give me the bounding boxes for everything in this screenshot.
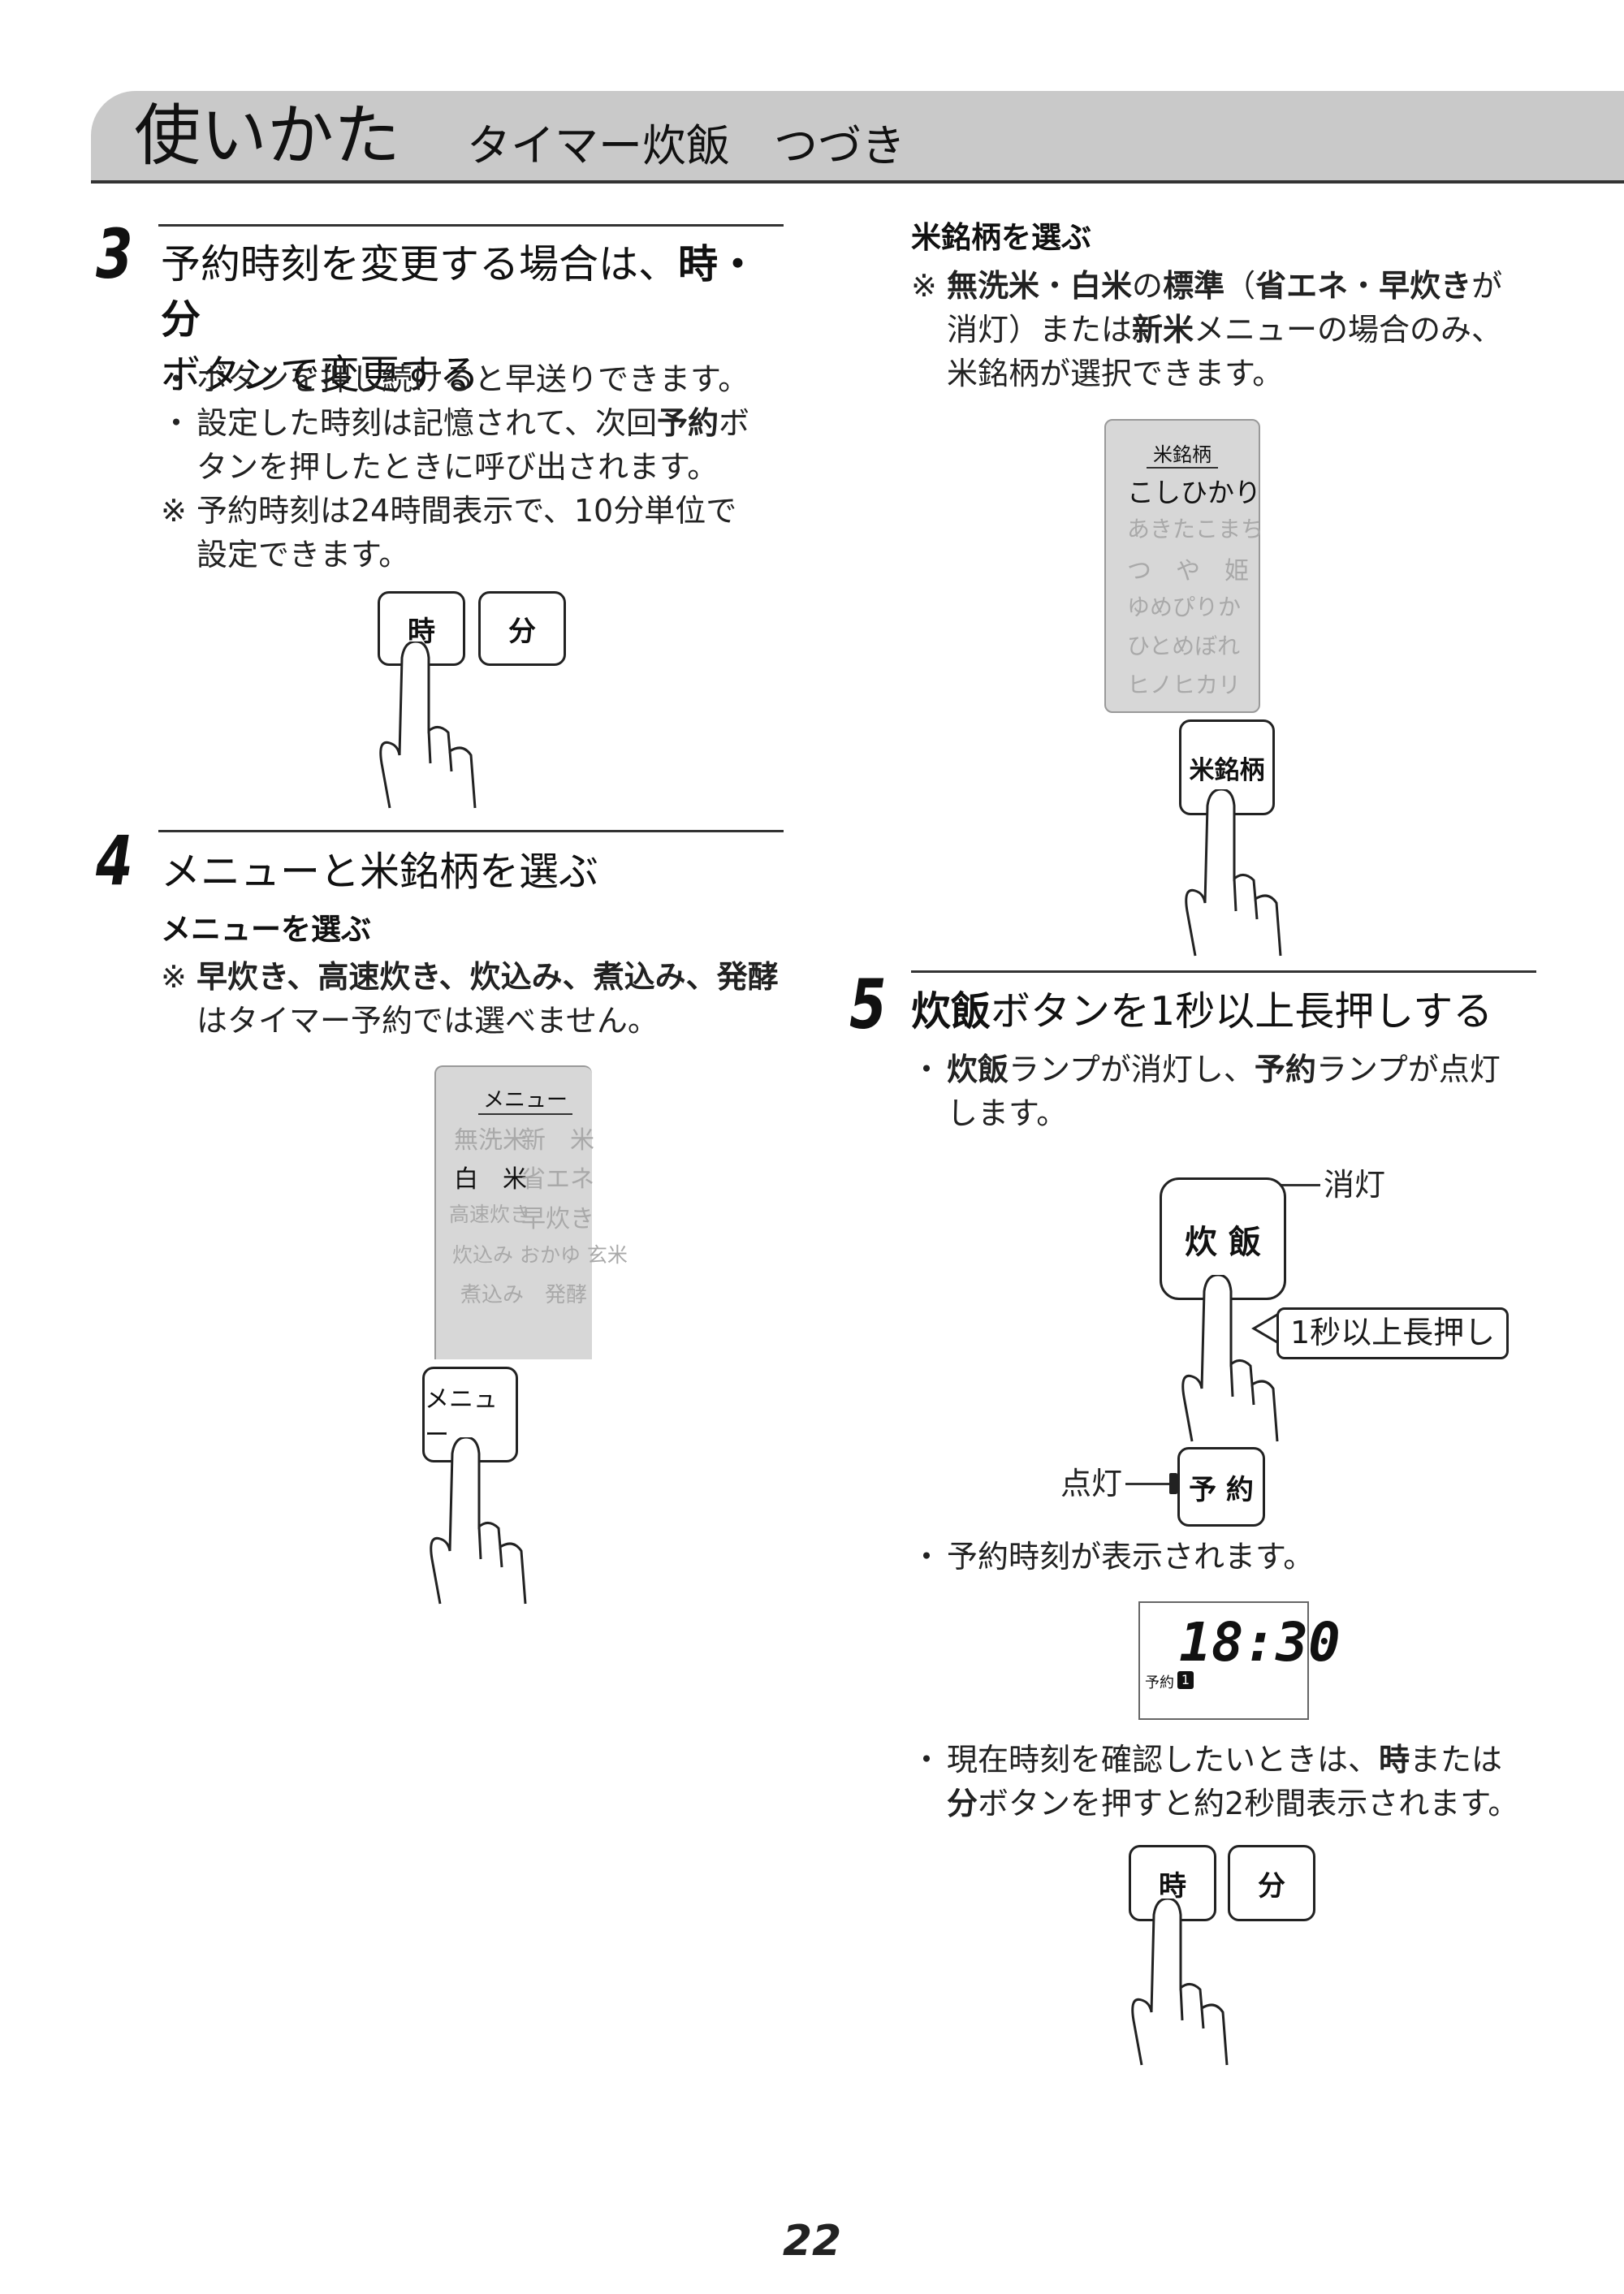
rice-subhead: 米銘柄を選ぶ [911, 220, 1091, 255]
step-4-heading: メニューと米銘柄を選ぶ [161, 849, 599, 895]
rice-brand-selected: こしひかり [1127, 477, 1261, 508]
header-band [91, 91, 1624, 184]
menu-option: 高速炊き [449, 1203, 531, 1226]
display-index: 1 [1177, 1671, 1194, 1689]
display-time: 18:30 [1179, 1611, 1341, 1674]
step-number-4: 4 [96, 821, 133, 901]
pressing-hand-icon [379, 642, 477, 809]
lamp-on-label: 点灯 [1060, 1466, 1123, 1501]
reserve-button[interactable]: 予 約 [1177, 1447, 1265, 1527]
step-5-body-1: ・炊飯ランプが消灯し、予約ランプが点灯します。 [911, 1048, 1561, 1135]
menu-option: 無洗米 [454, 1126, 527, 1155]
list-item: ・ボタンを押し続けると早送りできます。 [161, 361, 749, 397]
page-title: 使いかた [134, 97, 401, 175]
page-number: 22 [782, 2217, 842, 2266]
menu-option: 新 米 [521, 1126, 594, 1155]
rice-note: ※無洗米・白米の標準（省エネ・早炊きが 消灯）または新米メニューの場合のみ、 米… [911, 264, 1561, 395]
step-4-rule [158, 830, 784, 832]
menu-panel-title: メニュー [478, 1083, 573, 1115]
note-item: ※無洗米・白米の標準（省エネ・早炊きが 消灯）または新米メニューの場合のみ、 米… [911, 268, 1503, 391]
step-number-3: 3 [96, 214, 133, 294]
note-item: ※予約時刻は24時間表示で、10分単位で設定できます。 [161, 493, 737, 572]
callout-arrow-icon [1251, 1311, 1282, 1346]
list-item: ・予約時刻が表示されます。 [911, 1539, 1315, 1575]
step-3-body: ・ボタンを押し続けると早送りできます。 ・設定した時刻は記憶されて、次回予約ボタ… [161, 357, 794, 577]
page-subtitle: タイマー炊飯 つづき [467, 120, 905, 171]
step-3-rule [158, 224, 784, 227]
display-label: 予約 [1145, 1674, 1174, 1691]
menu-option: 早炊き [521, 1205, 594, 1233]
time-display: 18:30 予約 1 [1138, 1601, 1341, 1720]
pressing-hand-icon [1131, 1899, 1229, 2066]
rice-panel-title: 米銘柄 [1147, 438, 1218, 469]
step-4-body: ※早炊き、高速炊き、炊込み、煮込み、発酵はタイマー予約では選べません。 [161, 955, 802, 1043]
list-item: ・炊飯ランプが消灯し、予約ランプが点灯します。 [911, 1052, 1501, 1131]
rice-brand-panel: 米銘柄 こしひかり あきたこまち つ や 姫 ゆめぴりか ひとめぼれ ヒノヒカリ [1104, 419, 1264, 713]
step-5-body-2: ・予約時刻が表示されます。 [911, 1535, 1561, 1579]
menu-option-selected: 白 米 [454, 1165, 527, 1194]
pressing-hand-icon [430, 1437, 527, 1605]
menu-option: 炊込み おかゆ 玄米 [452, 1243, 628, 1267]
step-5-body-3: ・現在時刻を確認したいときは、時または分ボタンを押すと約2秒間表示されます。 [911, 1738, 1577, 1825]
menu-option: 省エネ [521, 1165, 594, 1194]
step-4-subhead: メニューを選ぶ [161, 912, 371, 947]
step-5-rule [911, 970, 1536, 973]
step-number-5: 5 [849, 965, 887, 1044]
lamp-on-leader [1125, 1483, 1176, 1485]
hour-button[interactable]: 時 [378, 591, 465, 666]
pressing-hand-icon [1185, 789, 1282, 957]
list-item: ・設定した時刻は記憶されて、次回予約ボタンを押したときに呼び出されます。 [161, 405, 749, 485]
menu-option: 煮込み 発酵 [460, 1283, 588, 1307]
rice-brand: ゆめぴりか [1127, 594, 1242, 620]
list-item: ・現在時刻を確認したいときは、時または分ボタンを押すと約2秒間表示されます。 [911, 1742, 1519, 1821]
minute-button[interactable]: 分 [1228, 1845, 1315, 1921]
rice-brand: ひとめぼれ [1127, 633, 1241, 659]
long-press-callout: 1秒以上長押し [1276, 1307, 1510, 1359]
lamp-off-label: 消灯 [1324, 1167, 1386, 1203]
note-item: ※早炊き、高速炊き、炊込み、煮込み、発酵はタイマー予約では選べません。 [161, 959, 779, 1039]
reserve-lamp-on [1169, 1473, 1177, 1494]
menu-panel: メニュー 無洗米 新 米 白 米 省エネ 高速炊き 早炊き 炊込み おかゆ 玄米… [434, 1065, 628, 1359]
menu-button[interactable]: メニュー [422, 1367, 518, 1462]
pressing-hand-icon [1181, 1275, 1279, 1442]
step-3-heading: 予約時刻を変更する場合は、時・分 ボタンで変更する [161, 241, 758, 398]
minute-button[interactable]: 分 [478, 591, 566, 666]
step-5-heading: 炊飯ボタンを1秒以上長押しする [911, 988, 1493, 1035]
rice-brand: ヒノヒカリ [1127, 672, 1242, 698]
rice-brand: つ や 姫 [1127, 557, 1249, 585]
rice-brand: あきたこまち [1127, 516, 1264, 542]
